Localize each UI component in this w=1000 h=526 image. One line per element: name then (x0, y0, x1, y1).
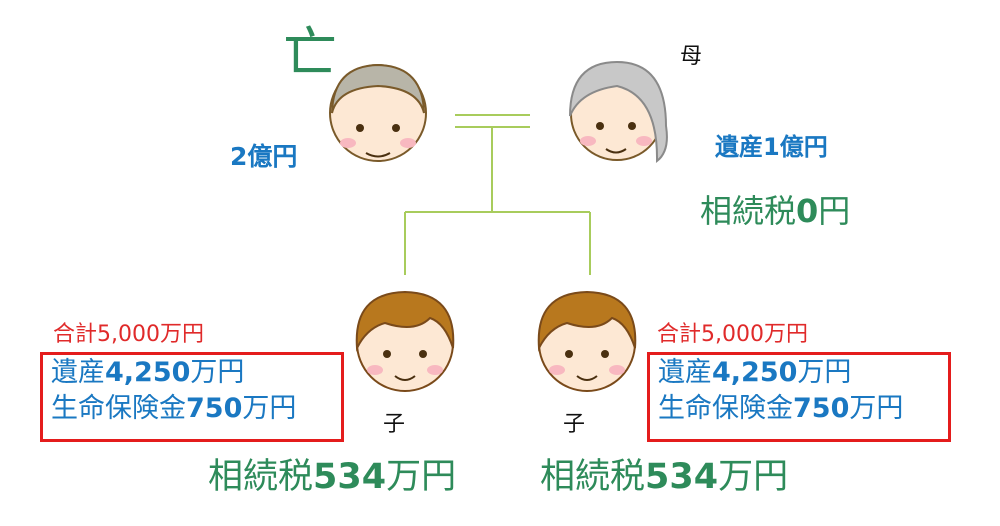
mother-tax: 相続税0円 (700, 192, 851, 230)
child-right-insurance: 生命保険金750万円 (658, 393, 904, 424)
child-left-insurance: 生命保険金750万円 (51, 393, 297, 424)
mother-label: 母 (680, 44, 703, 69)
mother-estate: 遺産1億円 (715, 133, 828, 161)
child-left-face-icon (355, 290, 455, 392)
child-right-tax: 相続税534万円 (540, 457, 789, 497)
child-left-breakdown-box: 遺産4,250万円 生命保険金750万円 (40, 352, 344, 442)
mother-face-icon (569, 60, 668, 164)
child-right-face-icon (537, 290, 637, 392)
child-left-total: 合計5,000万円 (53, 322, 204, 347)
father-face-icon (329, 63, 427, 162)
child-right-label: 子 (563, 412, 586, 437)
child-left-estate: 遺産4,250万円 (51, 357, 245, 388)
child-left-label: 子 (383, 412, 406, 437)
child-right-estate: 遺産4,250万円 (658, 357, 852, 388)
child-left-tax: 相続税534万円 (208, 457, 457, 497)
father-estate: 2億円 (230, 142, 298, 171)
child-right-breakdown-box: 遺産4,250万円 生命保険金750万円 (647, 352, 951, 442)
child-right-total: 合計5,000万円 (657, 322, 808, 347)
deceased-mark: 亡 (283, 21, 337, 84)
